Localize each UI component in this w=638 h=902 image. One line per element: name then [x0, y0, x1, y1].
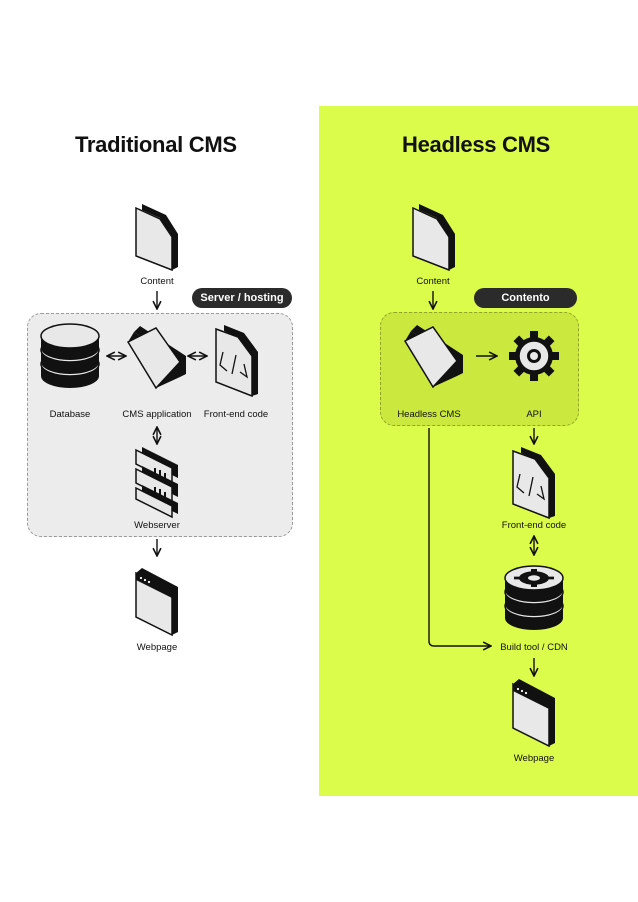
headless-cms-label: Headless CMS	[397, 409, 461, 420]
browser-window-icon	[135, 568, 178, 637]
api-label: API	[526, 409, 542, 420]
headless-cms-title: Headless CMS	[402, 132, 551, 157]
database-icon	[40, 323, 100, 388]
headless-cms-icon	[403, 325, 463, 389]
headless-panel-background	[319, 106, 638, 796]
traditional-cms-title: Traditional CMS	[75, 132, 237, 157]
cms-application-label: CMS application	[122, 409, 192, 420]
cms-application-icon	[126, 326, 186, 390]
frontend-code-label: Front-end code	[203, 409, 269, 420]
webserver-label: Webserver	[134, 520, 180, 531]
database-label: Database	[49, 409, 91, 420]
content-label: Content	[416, 276, 450, 287]
code-file-icon	[512, 447, 555, 520]
build-tool-cdn-label: Build tool / CDN	[500, 642, 568, 653]
server-hosting-badge: Server / hosting	[192, 288, 292, 308]
frontend-code-label: Front-end code	[501, 520, 567, 531]
content-label: Content	[140, 276, 174, 287]
browser-window-icon	[512, 679, 555, 748]
document-icon	[135, 204, 178, 272]
webpage-label: Webpage	[136, 642, 178, 653]
gear-icon	[509, 331, 559, 381]
database-gear-icon	[504, 565, 564, 630]
webpage-label: Webpage	[513, 753, 555, 764]
code-file-icon	[215, 325, 258, 398]
contento-badge: Contento	[474, 288, 577, 308]
arrow-headless-to-build	[428, 428, 491, 646]
document-icon	[412, 204, 455, 272]
server-icon	[135, 447, 178, 519]
